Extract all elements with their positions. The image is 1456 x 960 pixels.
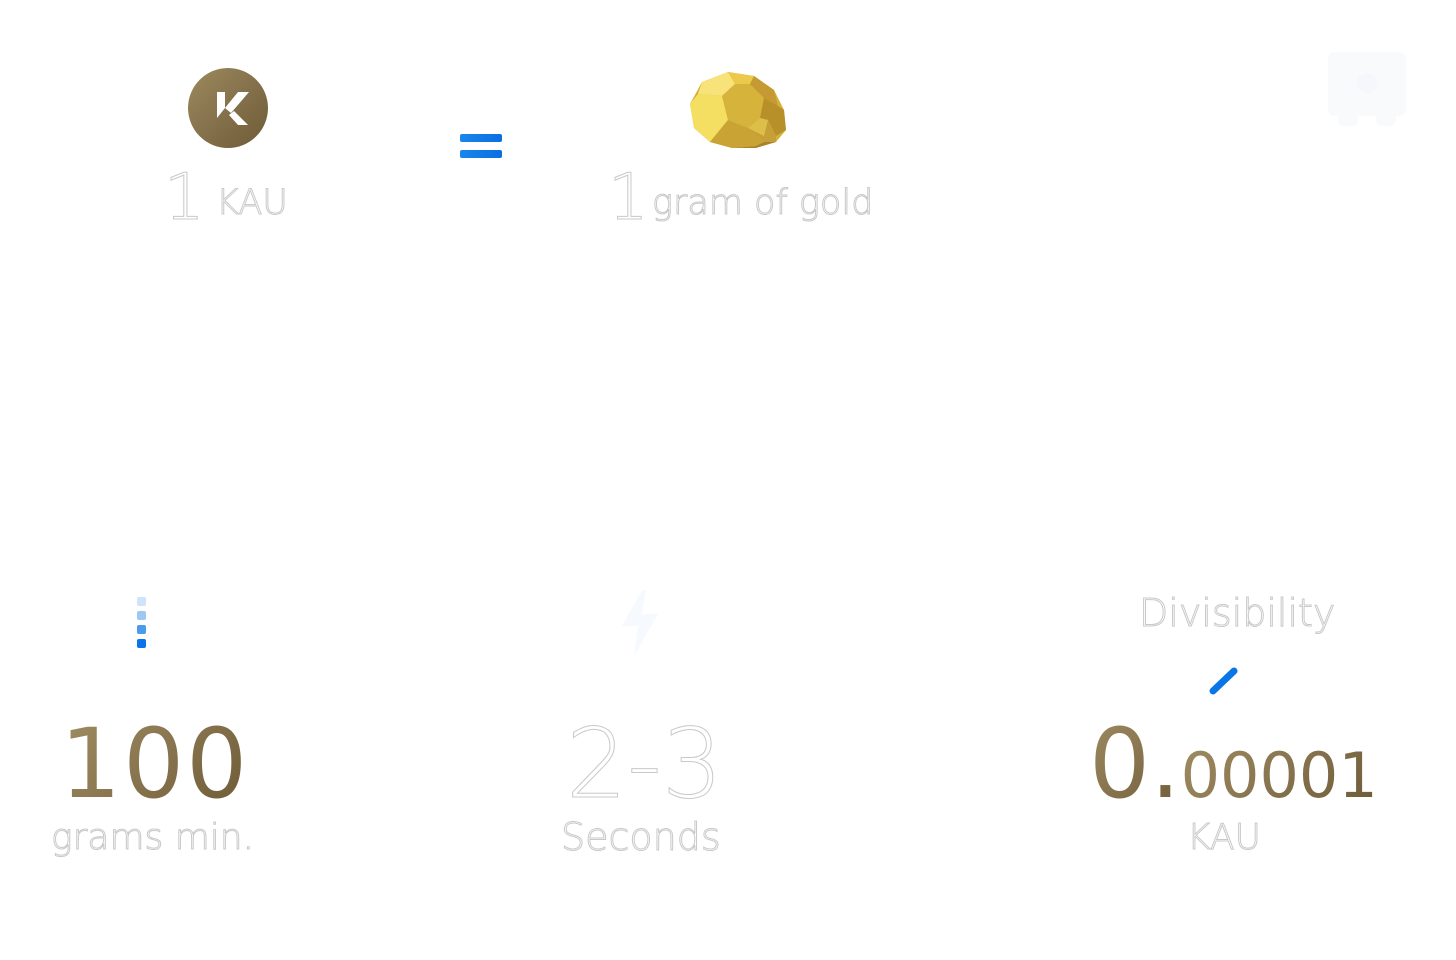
kau-quantity: 1	[164, 161, 206, 235]
kau-coin-icon	[188, 68, 268, 148]
kau-unit-label: KAU	[216, 183, 289, 223]
transaction-time-label: Seconds	[561, 815, 722, 859]
divisibility-unit-label: KAU	[1187, 817, 1262, 858]
lightning-bolt-icon	[622, 590, 660, 656]
ascending-dots-icon	[137, 597, 147, 649]
divisibility-title: Divisibility	[1138, 591, 1336, 635]
gold-nugget-icon	[688, 70, 788, 150]
divisibility-value: 0.00001	[1089, 716, 1378, 812]
minimum-grams-label: grams min.	[50, 817, 255, 858]
gold-quantity: 1	[608, 161, 650, 235]
slash-icon	[1206, 664, 1240, 698]
vault-icon	[1328, 50, 1406, 130]
transaction-time-value: 2-3	[566, 708, 724, 820]
divisibility-value-major: 0.	[1089, 708, 1181, 820]
gold-unit-label: gram of gold	[651, 183, 874, 223]
minimum-grams-value: 100	[60, 708, 250, 820]
equals-icon	[460, 134, 502, 158]
divisibility-value-minor: 00001	[1180, 739, 1378, 812]
k-logo-icon	[217, 92, 249, 125]
